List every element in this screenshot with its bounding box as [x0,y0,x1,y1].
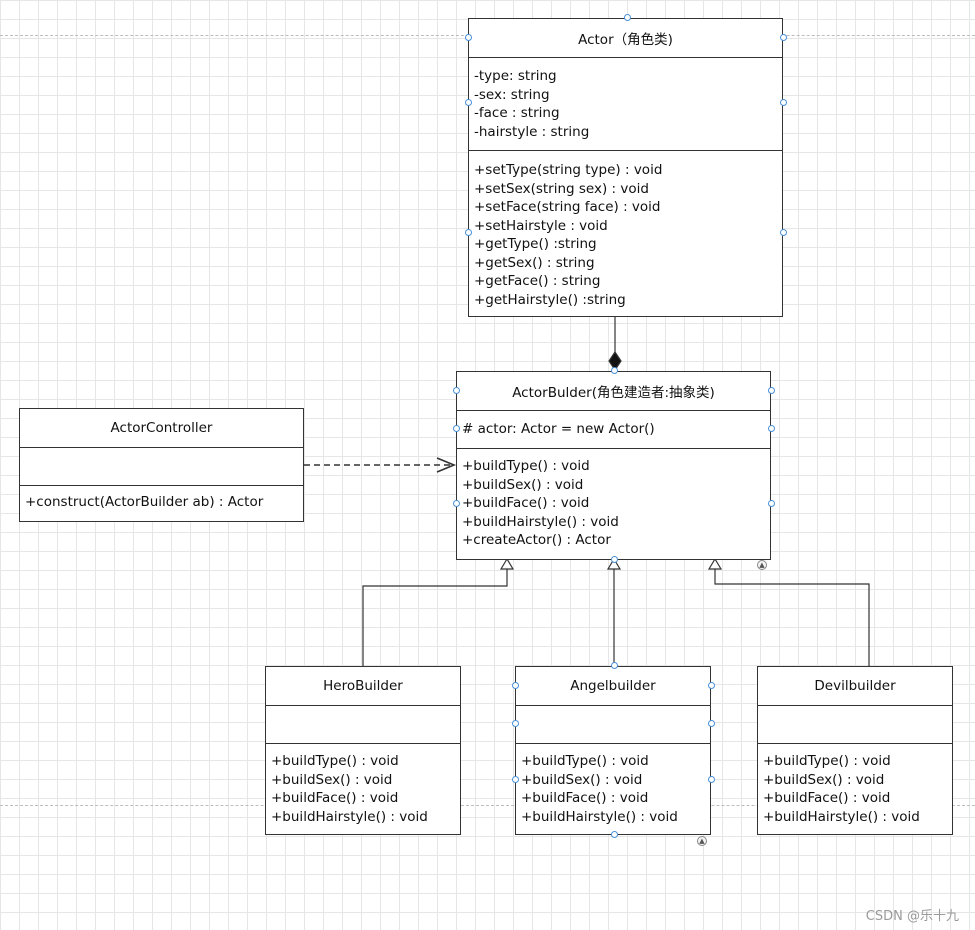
class-actor-controller-name: ActorController [20,409,303,448]
method: +buildFace() : void [763,790,891,806]
method: +buildSex() : void [763,771,885,788]
selection-handle[interactable] [465,99,472,106]
selection-handle[interactable] [512,776,519,783]
method: +construct(ActorBuilder ab) : Actor [25,494,264,510]
selection-handle[interactable] [453,425,460,432]
selection-handle[interactable] [512,720,519,727]
method: +buildType() : void [271,753,399,769]
selection-handle[interactable] [780,99,787,106]
class-actor-attributes: -type: string -sex: string -face : strin… [469,58,782,151]
collapse-icon[interactable]: ▲ [697,836,707,846]
composition-edge[interactable] [608,316,622,372]
inheritance-edge-hero[interactable] [362,557,515,666]
selection-handle[interactable] [453,387,460,394]
selection-handle[interactable] [708,720,715,727]
method: +getType() :string [474,236,597,252]
method: +buildHairstyle() : void [271,808,428,825]
class-angel-builder[interactable]: Angelbuilder +buildType() : void +buildS… [515,666,711,835]
collapse-icon[interactable]: ▲ [757,560,767,570]
class-angel-builder-name: Angelbuilder [516,667,710,706]
method: +setSex(string sex) : void [474,180,649,197]
selection-handle[interactable] [465,34,472,41]
class-hero-builder-attributes [266,706,460,744]
dependency-edge[interactable] [304,457,457,473]
inheritance-triangle [707,557,723,570]
selection-handle[interactable] [465,229,472,236]
class-hero-builder-name: HeroBuilder [266,667,460,706]
method: +buildType() : void [521,753,649,769]
method: +buildSex() : void [271,771,393,788]
class-devil-builder-methods: +buildType() : void +buildSex() : void +… [758,744,952,826]
method: +buildFace() : void [462,495,590,511]
class-actor[interactable]: Actor（角色类) -type: string -sex: string -f… [468,18,783,317]
selection-handle[interactable] [611,556,618,563]
class-angel-builder-attributes [516,706,710,744]
inheritance-edge-angel[interactable] [606,557,622,666]
method: +getHairstyle() :string [474,291,626,308]
class-hero-builder-methods: +buildType() : void +buildSex() : void +… [266,744,460,826]
class-devil-builder[interactable]: Devilbuilder +buildType() : void +buildS… [757,666,953,835]
method: +buildSex() : void [462,476,584,493]
selection-handle[interactable] [780,34,787,41]
class-actor-builder-attributes: # actor: Actor = new Actor() [457,411,770,449]
method: +buildHairstyle() : void [521,808,678,825]
method: +buildType() : void [763,753,891,769]
attribute: -face : string [474,105,560,121]
class-devil-builder-name: Devilbuilder [758,667,952,706]
method: +buildFace() : void [521,790,649,806]
attribute: -hairstyle : string [474,123,590,140]
selection-handle[interactable] [768,387,775,394]
method: +getSex() : string [474,254,595,271]
selection-handle[interactable] [708,682,715,689]
method: +setFace(string face) : void [474,199,661,215]
class-hero-builder[interactable]: HeroBuilder +buildType() : void +buildSe… [265,666,461,835]
selection-handle[interactable] [768,425,775,432]
method: +buildSex() : void [521,771,643,788]
class-actor-builder[interactable]: ActorBulder(角色建造者:抽象类) # actor: Actor = … [456,371,771,560]
class-actor-controller-attributes [20,448,303,486]
selection-handle[interactable] [512,682,519,689]
attribute: -sex: string [474,86,550,103]
attribute: -type: string [474,68,557,84]
method: +buildFace() : void [271,790,399,806]
inheritance-triangle [499,557,515,570]
method: +createActor() : Actor [462,532,611,548]
watermark: CSDN @乐十九 [865,909,959,924]
selection-handle[interactable] [780,229,787,236]
selection-handle[interactable] [611,662,618,669]
class-actor-builder-methods: +buildType() : void +buildSex() : void +… [457,449,770,550]
method: +setHairstyle : void [474,217,608,234]
class-actor-methods: +setType(string type) : void +setSex(str… [469,151,782,309]
class-devil-builder-attributes [758,706,952,744]
class-angel-builder-methods: +buildType() : void +buildSex() : void +… [516,744,710,826]
method: +buildHairstyle() : void [462,513,619,530]
inheritance-triangle [606,557,622,570]
class-actor-controller-methods: +construct(ActorBuilder ab) : Actor [20,486,303,512]
selection-handle[interactable] [611,831,618,838]
dependency-arrowhead [436,457,457,473]
inheritance-edge-devil[interactable] [707,557,870,666]
page-guide-bottom [0,805,975,806]
method: +setType(string type) : void [474,162,663,178]
class-actor-controller[interactable]: ActorController +construct(ActorBuilder … [19,408,304,522]
method: +getFace() : string [474,273,601,289]
selection-handle[interactable] [611,367,618,374]
class-actor-name: Actor（角色类) [469,19,782,58]
method: +buildHairstyle() : void [763,808,920,825]
selection-handle[interactable] [768,500,775,507]
selection-handle[interactable] [624,14,631,21]
attribute: # actor: Actor = new Actor() [462,421,655,437]
selection-handle[interactable] [708,776,715,783]
method: +buildType() : void [462,458,590,474]
class-actor-builder-name: ActorBulder(角色建造者:抽象类) [457,372,770,411]
selection-handle[interactable] [453,500,460,507]
